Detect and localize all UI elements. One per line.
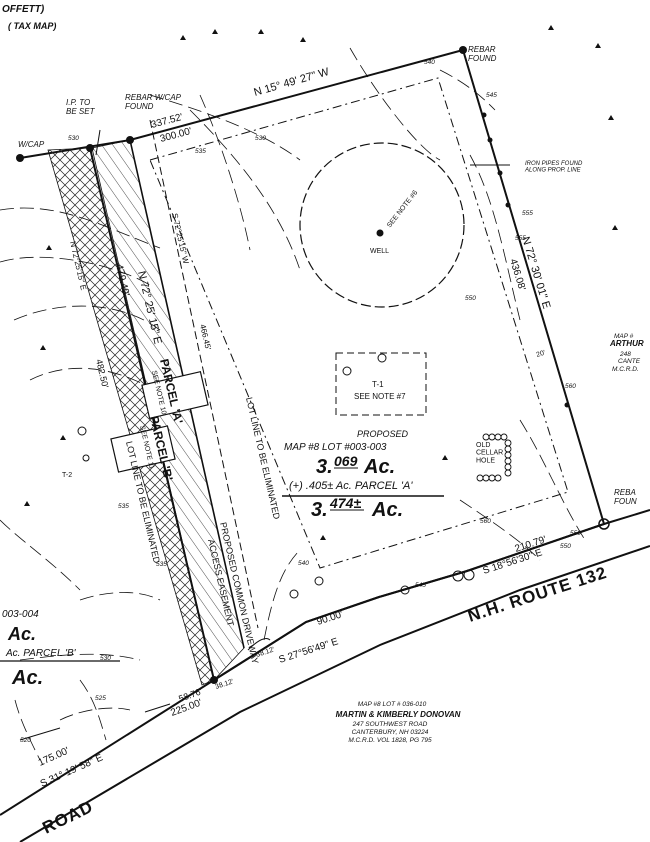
header-line-1: OFFETT) [2,4,45,15]
svg-text:M.C.R.D.: M.C.R.D. [612,366,639,373]
marker-rebar-cap [126,136,134,144]
left-ac-2: Ac. [11,667,43,689]
marker-rebar-se [598,518,610,530]
route-132-south-edge [19,545,650,842]
route-132-north-edge [0,679,215,816]
well-label: WELL [370,248,389,255]
area-main-whole: 3. [316,456,333,478]
survey-tick-marks [24,25,618,540]
svg-text:M.C.R.D. VOL 1828, PG 795: M.C.R.D. VOL 1828, PG 795 [348,737,432,744]
see-note-7-label: SEE NOTE #7 [354,392,406,401]
svg-text:CANTERBURY, NH 03224: CANTERBURY, NH 03224 [352,729,429,736]
svg-text:MARTIN & KIMBERLY DONOVAN: MARTIN & KIMBERLY DONOVAN [336,710,461,719]
test-pit-symbol-4 [82,454,90,462]
test-pit-symbol-2 [342,366,352,376]
old-cellar-hole-stones [476,433,512,482]
area-total-unit: Ac. [371,499,403,521]
setback-line [149,77,569,569]
test-pit-area [335,352,427,416]
left-lot-number: 003-004 [2,609,39,620]
svg-text:247 SOUTHWEST ROAD: 247 SOUTHWEST ROAD [352,721,428,728]
svg-text:560: 560 [480,518,491,525]
see-note-6-label: SEE NOTE #6 [386,189,419,229]
t2-label: T-2 [62,472,72,479]
marker-nw [16,154,24,162]
svg-text:535: 535 [195,148,206,155]
driveway-curve [247,637,271,651]
well-symbol [376,229,384,237]
marker-rebar-ne [459,46,467,54]
svg-text:520: 520 [20,737,31,744]
area-main-unit: Ac. [363,456,395,478]
parcel-b-label-box [110,425,176,473]
distance-20: 20' [536,350,547,359]
distance-436-08: 436.08' [507,258,527,292]
utility-poles [289,569,475,599]
marker-ip [86,144,94,152]
bearing-west-line-2: S 72°25'15" W [170,212,190,265]
bearing-east-line: N 72° 30' 01" E [519,235,552,310]
t1-label: T-1 [372,380,384,389]
area-total-fraction: 474± [329,495,361,511]
well-radius-circle [299,142,465,308]
svg-text:540: 540 [298,560,309,567]
svg-text:248: 248 [619,351,631,358]
lot-proposed: PROPOSED [357,429,409,439]
svg-text:530: 530 [68,135,79,142]
svg-text:560: 560 [565,383,576,390]
dimension-leaders [19,129,510,741]
test-pit-symbol-3 [77,426,87,436]
contour-lines [0,47,586,761]
distance-466-45: 466.45' [198,323,213,351]
road-label: ROAD [39,797,96,838]
abutter-east: MAP # ARTHUR 248 CANTE M.C.R.D. [609,333,644,373]
svg-text:CANTE: CANTE [618,358,641,365]
svg-text:535: 535 [118,503,129,510]
area-total-whole: 3. [311,499,328,521]
svg-text:545: 545 [486,92,497,99]
bearing-north-line: N 15° 49' 27" W [253,66,332,99]
lot-map-lot: MAP #8 LOT #003-003 [284,442,387,453]
svg-text:550: 550 [560,543,571,550]
svg-text:555: 555 [515,235,526,242]
svg-text:535: 535 [156,561,167,568]
distance-482-50: 482.50' [94,358,110,389]
distance-175-00: 175.00' [37,745,71,768]
driveway-centerline [149,119,259,629]
svg-text:525: 525 [95,695,106,702]
contour-labels: 540 545 535 530 555 550 560 560 550 545 … [20,59,581,744]
wcap-label: W/CAP [18,140,45,149]
svg-text:MAP #8 LOT # 036-010: MAP #8 LOT # 036-010 [358,701,427,708]
distance-90-00: 90.00' [316,609,345,628]
parcel-a-label-box [141,370,209,420]
svg-text:545: 545 [415,582,426,589]
svg-text:530: 530 [100,655,111,662]
area-main-fraction: 069 [334,453,358,469]
svg-text:MAP #: MAP # [614,333,634,340]
svg-text:550: 550 [465,295,476,302]
test-pit-symbol-1 [377,353,387,363]
area-plus-parcel-a: (+) .405± Ac. PARCEL 'A' [289,480,413,492]
route-132-north-edge-2 [213,509,650,681]
svg-text:540: 540 [424,59,435,66]
left-parcel-b: Ac. PARCEL 'B' [5,648,77,659]
svg-text:550: 550 [570,530,581,537]
svg-text:530: 530 [255,135,266,142]
lot-line-eliminated-1: LOT LINE TO BE ELIMINATED [244,396,282,520]
abutter-south: MAP #8 LOT # 036-010 MARTIN & KIMBERLY D… [336,701,461,744]
svg-text:ARTHUR: ARTHUR [609,339,644,348]
svg-text:555: 555 [522,210,533,217]
distance-300-00: 300.00' [159,126,193,145]
left-ac-1: Ac. [7,624,36,644]
header-line-2: ( TAX MAP) [8,21,56,31]
bearing-road-2: S 27°56'49" E [278,636,340,666]
